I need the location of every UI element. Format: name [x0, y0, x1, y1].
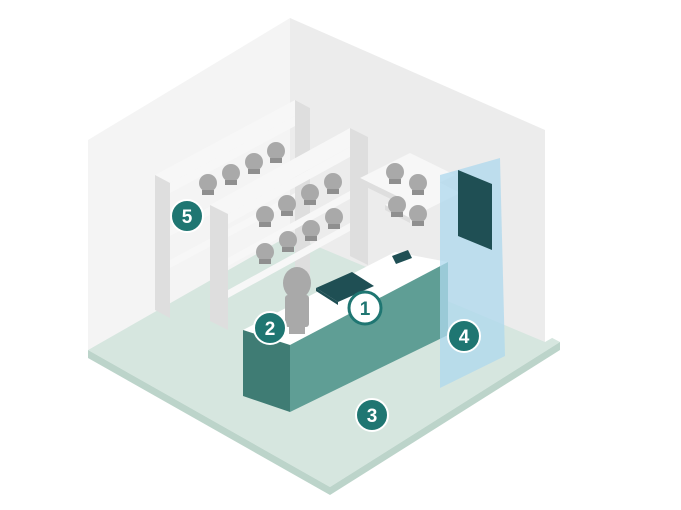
product-item	[256, 206, 274, 227]
product-item	[245, 153, 263, 174]
product-item	[386, 163, 404, 184]
floor-edge	[88, 350, 330, 495]
right-wall-edge	[545, 126, 552, 342]
customer-display	[283, 267, 311, 334]
glass-door	[440, 158, 505, 388]
marker-label: 2	[265, 319, 276, 340]
floor-edge-right	[330, 342, 560, 495]
marker-label: 5	[182, 207, 193, 228]
marker-label: 1	[360, 299, 371, 320]
back-left-wall	[88, 18, 290, 350]
markers: 1 2 3 4 5	[170, 199, 481, 432]
shelf-unit-middle	[210, 128, 368, 330]
product-group	[199, 142, 427, 264]
product-item	[256, 243, 274, 264]
product-item	[279, 231, 297, 252]
product-item	[409, 174, 427, 195]
register	[316, 250, 412, 305]
product-item	[267, 142, 285, 163]
marker-label: 3	[367, 406, 378, 427]
product-item	[325, 208, 343, 229]
product-item	[278, 195, 296, 216]
marker-3: 3	[355, 398, 389, 432]
marker-1: 1	[347, 290, 383, 326]
marker-4: 4	[447, 319, 481, 353]
product-item	[302, 220, 320, 241]
product-item	[324, 173, 342, 194]
product-item	[388, 196, 406, 217]
product-item	[409, 205, 427, 226]
product-item	[301, 184, 319, 205]
marker-label: 4	[459, 327, 470, 348]
product-item	[199, 174, 217, 195]
marker-5: 5	[170, 199, 204, 233]
marker-2: 2	[253, 311, 287, 345]
product-item	[222, 164, 240, 185]
